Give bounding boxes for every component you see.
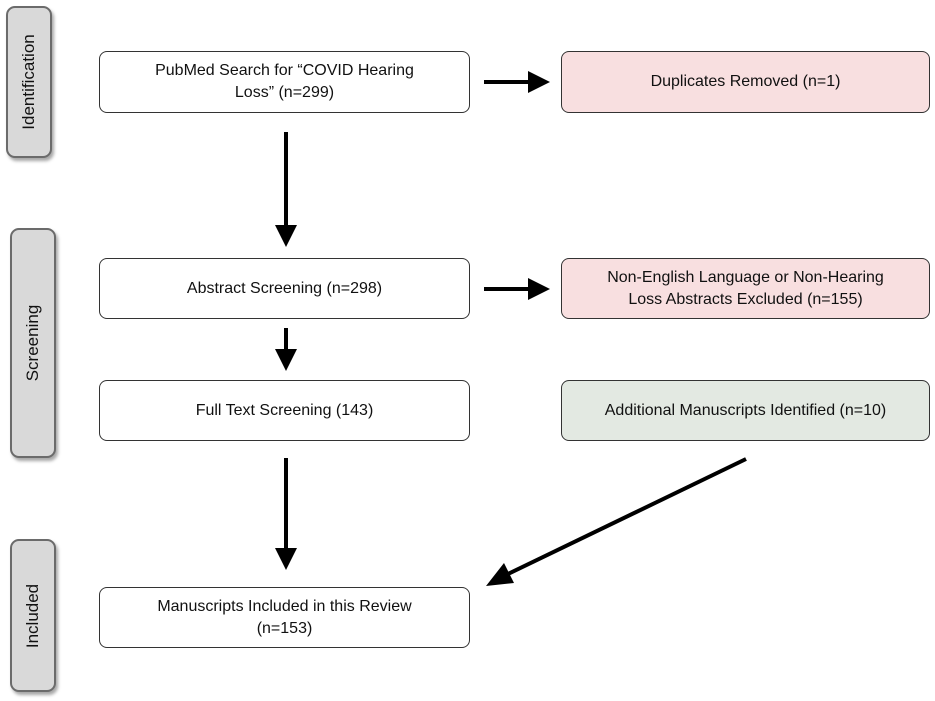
abstracts-excluded-text-line1: Non-English Language or Non-Hearing xyxy=(607,268,884,286)
abstract-screening-box: Abstract Screening (n=298) xyxy=(99,258,470,319)
manuscripts-included-text-line1: Manuscripts Included in this Review xyxy=(157,597,412,615)
arrowhead-fulltext xyxy=(275,349,297,371)
additional-manuscripts-text: Additional Manuscripts Identified (n=10) xyxy=(604,401,887,419)
abstracts-excluded-text-line2: Loss Abstracts Excluded (n=155) xyxy=(628,290,863,308)
stage-identification-tab: Identification xyxy=(6,6,52,158)
full-text-screening-box: Full Text Screening (143) xyxy=(99,380,470,441)
arrowhead-duplicates xyxy=(528,71,550,93)
duplicates-removed-text: Duplicates Removed (n=1) xyxy=(650,73,841,91)
arrowhead-included xyxy=(275,548,297,570)
stage-screening-tab: Screening xyxy=(10,228,56,458)
arrow-additional-to-included xyxy=(507,457,747,576)
arrowhead-additional xyxy=(486,563,514,586)
abstract-screening-text: Abstract Screening (n=298) xyxy=(186,279,383,297)
pubmed-search-text-line2: Loss” (n=299) xyxy=(234,84,335,101)
pubmed-search-text-line1: PubMed Search for “COVID Hearing xyxy=(155,62,414,80)
manuscripts-included-text-line2: (n=153) xyxy=(256,619,313,637)
arrowhead-abstract xyxy=(275,225,297,247)
additional-manuscripts-box: Additional Manuscripts Identified (n=10) xyxy=(561,380,930,441)
full-text-screening-text: Full Text Screening (143) xyxy=(195,401,374,419)
pubmed-search-box: PubMed Search for “COVID Hearing Loss” (… xyxy=(99,51,470,113)
stage-included-tab: Included xyxy=(10,539,56,692)
duplicates-removed-box: Duplicates Removed (n=1) xyxy=(561,51,930,113)
manuscripts-included-box: Manuscripts Included in this Review (n=1… xyxy=(99,587,470,648)
arrowhead-excluded xyxy=(528,278,550,300)
abstracts-excluded-box: Non-English Language or Non-Hearing Loss… xyxy=(561,258,930,319)
